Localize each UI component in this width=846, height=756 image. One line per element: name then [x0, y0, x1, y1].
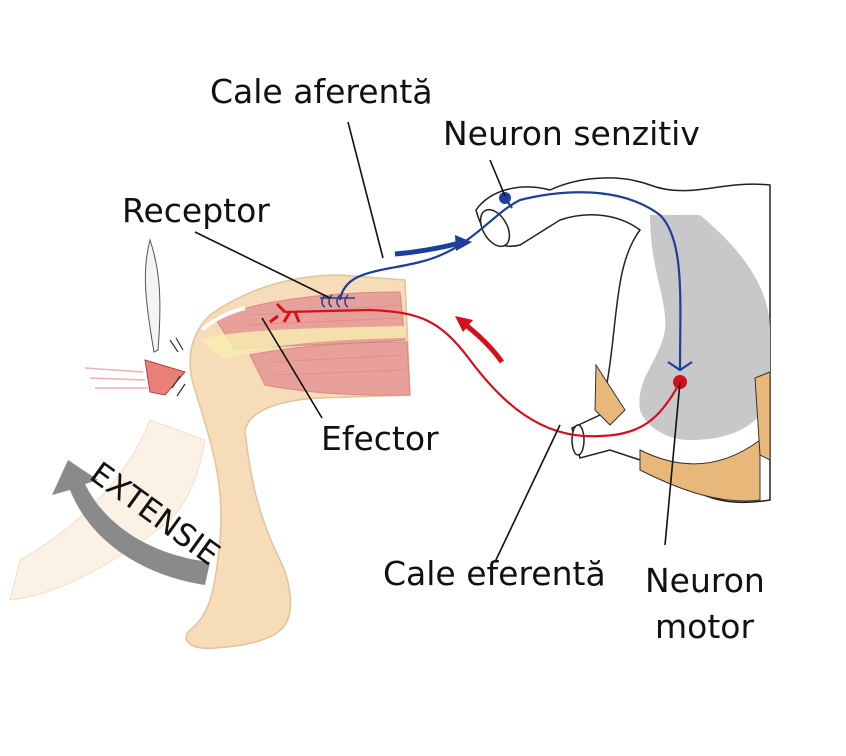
- spinal-cord: [475, 177, 771, 504]
- sensory-neuron-cell-body: [499, 192, 511, 204]
- leader-lines: [194, 121, 681, 563]
- dorsal-root-cut: [479, 208, 511, 248]
- tendon: [200, 326, 405, 360]
- afferent-arrow: [394, 240, 461, 257]
- leader-receptor: [194, 231, 331, 299]
- receptor-spindle: [320, 294, 355, 308]
- leader-motor-neuron: [664, 381, 681, 546]
- ventral-root-cut: [571, 424, 585, 456]
- leader-effector: [261, 317, 323, 419]
- ventral-root-tan: [594, 363, 626, 426]
- leg-resting-ghost: [9, 419, 206, 601]
- leader-afferent: [347, 121, 384, 259]
- extension-arrow: [52, 460, 210, 585]
- label-motor-neuron-line2: motor: [655, 607, 754, 646]
- sensory-neuron-path: [320, 191, 693, 372]
- label-sensory-neuron: Neuron senzitiv: [443, 114, 700, 153]
- reflex-hammer: [84, 238, 186, 397]
- label-motor-neuron-line1: Neuron: [645, 561, 765, 600]
- leader-efferent: [494, 424, 561, 563]
- grey-matter: [639, 215, 770, 440]
- thigh-muscle-lower: [249, 341, 411, 396]
- label-efferent-path: Cale eferentă: [383, 554, 606, 593]
- label-effector: Efector: [321, 419, 439, 458]
- motor-neuron-path: [269, 302, 681, 438]
- leg: [185, 274, 411, 649]
- label-receptor: Receptor: [122, 191, 270, 230]
- label-afferent-path: Cale aferentă: [210, 72, 433, 111]
- leader-sensory-neuron: [489, 159, 506, 197]
